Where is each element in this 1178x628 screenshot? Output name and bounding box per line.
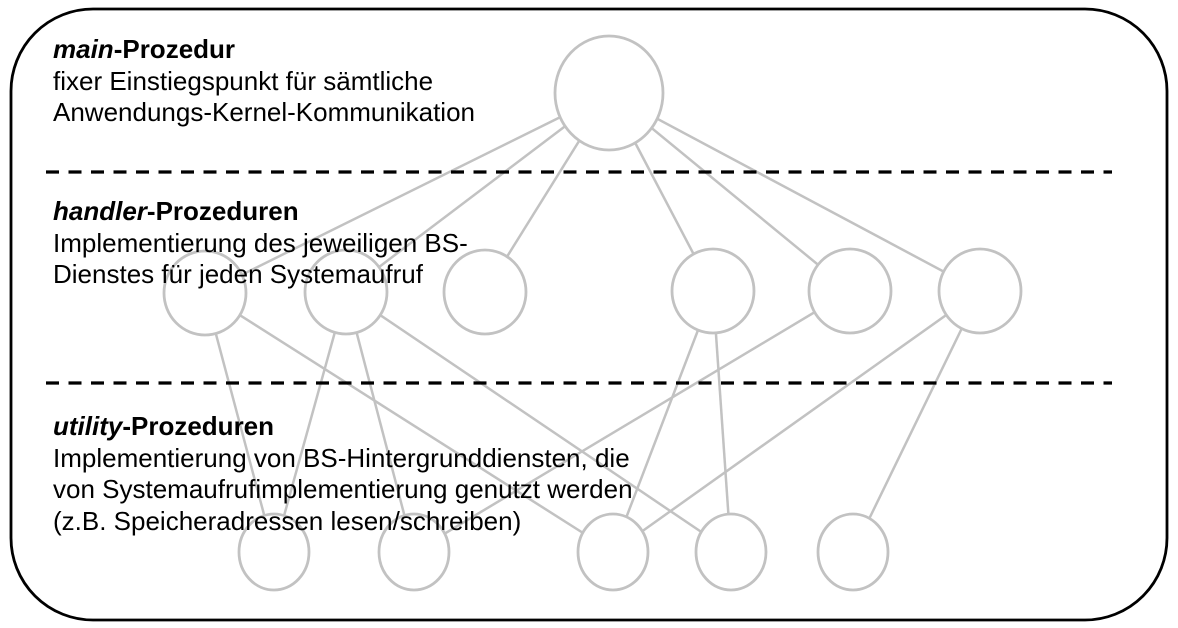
utility-layer-title-emphasis: utility xyxy=(53,411,123,441)
main-layer-title-emphasis: main xyxy=(53,34,114,64)
utility-layer-title: utility-Prozeduren xyxy=(53,411,633,443)
main-layer-title: main-Prozedur xyxy=(53,34,475,66)
edge-main-handler-1 xyxy=(204,91,610,295)
utility-2-node xyxy=(377,512,451,592)
edge-handler-6-utility-5 xyxy=(851,290,982,553)
main-layer-title-rest: -Prozedur xyxy=(113,34,236,64)
edge-handler-5-utility-2 xyxy=(413,289,851,554)
handler-layer-description-line-1: Implementierung des jeweiligen BS- xyxy=(53,227,468,258)
handler-layer-title: handler-Prozeduren xyxy=(53,196,468,228)
utility-3-node xyxy=(576,512,650,592)
handler-4-node xyxy=(670,247,756,335)
handler-layer-title-emphasis: handler xyxy=(53,196,147,226)
handler-3-node xyxy=(442,248,528,336)
utility-layer-description-line-3: (z.B. Speicheradressen lesen/schreiben) xyxy=(53,505,522,536)
handler-layer-description-line-2: Dienstes für jeden Systemaufruf xyxy=(53,259,423,289)
handler-2-node xyxy=(303,248,389,336)
handler-layer-title-rest: -Prozeduren xyxy=(146,196,299,226)
rounded-border xyxy=(9,7,1169,622)
main-node xyxy=(553,34,665,152)
handler-layer-label: handler-Prozeduren Implementierung des j… xyxy=(53,196,468,291)
utility-layer-description-line-1: Implementierung von BS-Hintergrunddienst… xyxy=(53,442,630,473)
main-layer-label: main-Prozedur fixer Einstiegspunkt für s… xyxy=(53,34,475,129)
main-layer-description-line-2: Anwendungs-Kernel-Kommunikation xyxy=(53,97,476,127)
main-layer-description-line-1: fixer Einstiegspunkt für sämtliche xyxy=(53,65,434,96)
edge-handler-2-utility-2 xyxy=(344,291,416,553)
utility-5-node xyxy=(816,512,890,592)
edge-handler-1-utility-1 xyxy=(203,292,276,553)
utility-4-node xyxy=(694,512,768,592)
edge-main-handler-6 xyxy=(608,91,981,293)
utility-layer-description-line-2: von Systemaufrufimplementierung genutzt … xyxy=(53,474,633,504)
utility-1-node xyxy=(237,512,311,592)
edge-handler-2-utility-1 xyxy=(272,291,348,553)
handler-6-node xyxy=(937,247,1023,335)
edge-handler-1-utility-3 xyxy=(204,291,614,554)
edge-handler-6-utility-3 xyxy=(612,289,981,554)
edge-handler-4-utility-3 xyxy=(611,290,715,553)
handler-5-node xyxy=(807,247,893,335)
utility-layer-title-rest: -Prozeduren xyxy=(122,411,275,441)
utility-layer-label: utility-Prozeduren Implementierung von B… xyxy=(53,411,633,537)
handler-1-node xyxy=(162,249,248,337)
edge-handler-2-utility-4 xyxy=(345,290,732,554)
edge-handler-4-utility-4 xyxy=(711,290,733,553)
